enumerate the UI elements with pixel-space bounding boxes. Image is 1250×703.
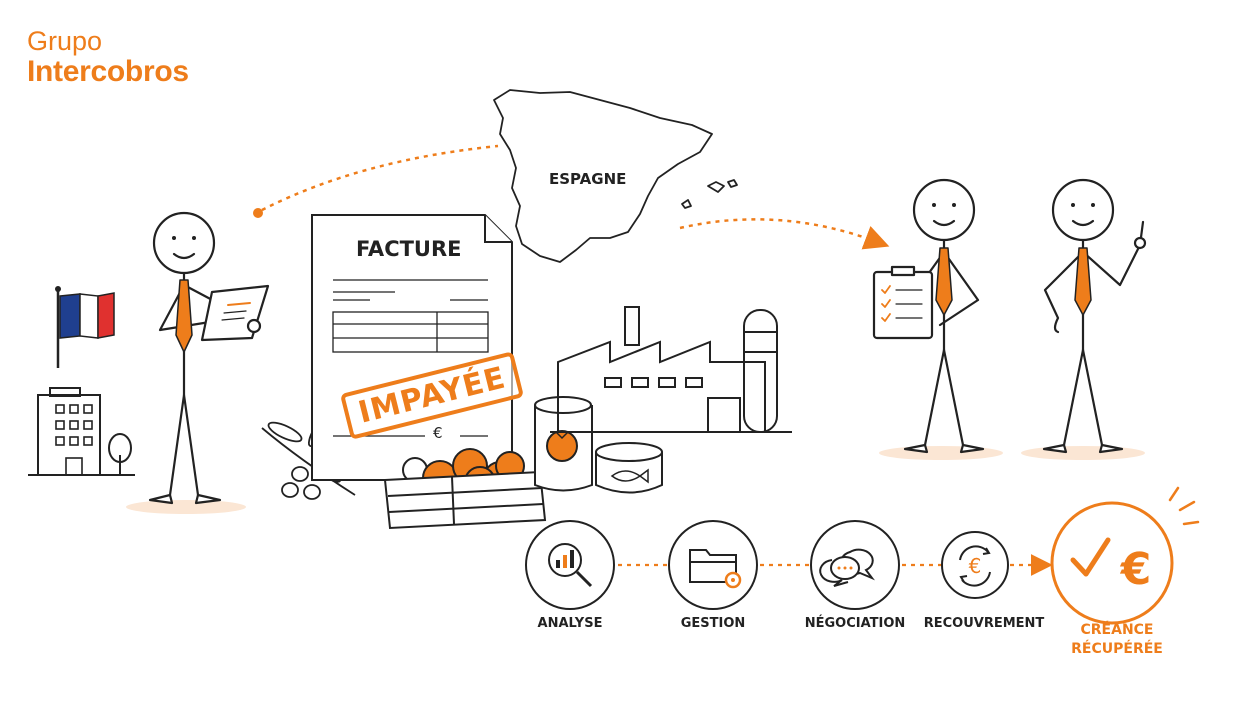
factory-building — [550, 306, 792, 433]
fish-can — [595, 442, 663, 494]
french-flag-icon — [55, 286, 115, 368]
folder-gear-icon — [689, 549, 742, 589]
chat-bubbles-icon — [819, 548, 875, 587]
result-label: CRÉANCE RÉCUPÉRÉE — [1071, 621, 1163, 659]
creditor-stick-figure — [126, 211, 270, 514]
step-label-recouvrement: RECOUVREMENT — [923, 616, 1045, 631]
sparkle-rays — [1168, 486, 1200, 526]
svg-text:€: € — [1120, 544, 1152, 595]
step-gestion-circle — [668, 520, 758, 610]
check-euro-icon: € — [1070, 537, 1152, 595]
office-building — [28, 387, 135, 476]
spain-label: ESPAGNE — [549, 170, 627, 188]
svg-text:€: € — [969, 554, 982, 578]
step-analyse-circle — [525, 520, 615, 610]
flow-arrow-spain-to-agents — [679, 218, 890, 250]
step-label-analyse: ANALYSE — [537, 616, 603, 631]
step-label-negociation: NÉGOCIATION — [804, 616, 906, 631]
result-label-line1: CRÉANCE — [1080, 622, 1154, 638]
brand-logo: Grupo Intercobros — [27, 28, 189, 87]
brand-line1: Grupo — [27, 26, 103, 56]
analysis-magnifier-icon — [548, 543, 593, 588]
brand-line2: Intercobros — [27, 55, 189, 88]
step-recouvrement-circle: € — [941, 531, 1009, 599]
agent-pointing-up — [1021, 178, 1147, 460]
tomato-crate — [383, 448, 547, 530]
tomato-can — [534, 396, 593, 492]
invoice-currency: € — [433, 424, 443, 442]
result-circle: € — [1050, 486, 1200, 625]
invoice-title: FACTURE — [356, 237, 462, 261]
spain-map — [493, 89, 738, 263]
step-label-gestion: GESTION — [680, 616, 746, 631]
euro-refresh-icon: € — [959, 545, 991, 587]
result-label-line2: RÉCUPÉRÉE — [1071, 641, 1163, 657]
agent-with-clipboard — [872, 178, 1003, 460]
flow-arrow-france-to-spain — [253, 144, 499, 218]
step-negociation-circle — [810, 520, 900, 610]
